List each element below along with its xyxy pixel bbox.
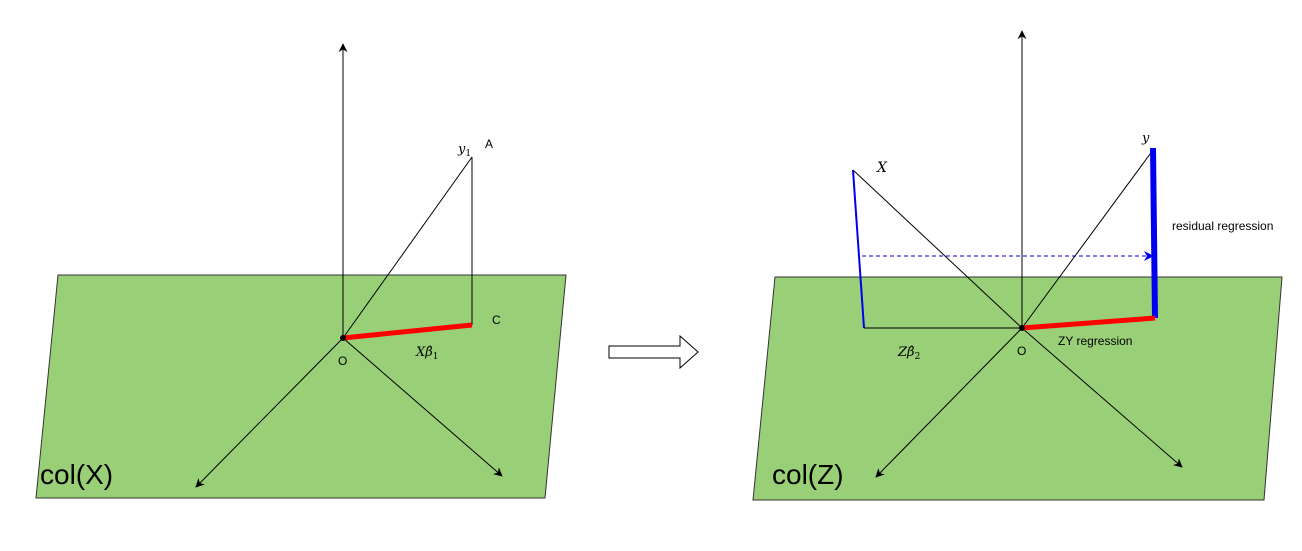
left-proj-main: Xβ̂ (415, 345, 433, 360)
right-y-residual-line (1150, 147, 1158, 319)
right-x-vector (852, 169, 1023, 329)
left-axis-lower-left (195, 337, 344, 488)
right-plane-label: col(Z) (772, 459, 844, 490)
left-y1-main: y (457, 142, 466, 157)
right-y-label: y (1141, 131, 1150, 146)
left-origin-dot (340, 335, 346, 341)
right-proj-main: Zβ̂ (897, 345, 915, 360)
right-arrow-icon (608, 334, 699, 370)
right-panel: O X y residual regression ZY regression … (752, 30, 1283, 501)
left-axis-lower-right (342, 337, 503, 477)
left-plane-label: col(X) (40, 459, 113, 490)
right-axis-lower-right (1021, 327, 1183, 468)
right-x-label: X (876, 160, 888, 176)
right-zy-label: ZY regression (1058, 334, 1132, 348)
left-proj-sub: 1 (433, 352, 439, 362)
left-point-c-label: C (492, 313, 501, 327)
left-projection-label: Xβ̂1 (415, 345, 439, 362)
left-plane (35, 274, 567, 499)
right-zy-regression-line (1021, 315, 1156, 331)
left-y1-vector (342, 156, 473, 339)
right-projection-label: Zβ̂2 (897, 345, 920, 362)
right-axis-lower-left (875, 327, 1023, 478)
right-plane (752, 276, 1283, 501)
right-origin-dot (1019, 325, 1025, 331)
right-x-residual-line (852, 169, 865, 329)
right-proj-sub: 2 (915, 352, 921, 362)
left-origin-label: O (338, 354, 347, 368)
left-y1-sub: 1 (465, 149, 471, 159)
right-residual-label: residual regression (1172, 219, 1273, 233)
right-origin-label: O (1017, 344, 1026, 358)
right-y-vector (1021, 149, 1154, 329)
left-panel: O A C y1 Xβ̂1 col(X) (35, 43, 567, 499)
left-point-a-label: A (485, 137, 493, 151)
left-projection-line (342, 322, 473, 341)
left-y1-label: y1 (457, 142, 471, 159)
